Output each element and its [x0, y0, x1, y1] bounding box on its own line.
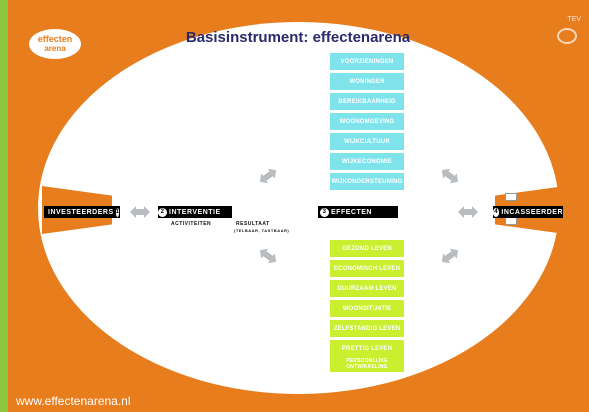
logo-line-2: arena [44, 44, 66, 53]
step-number-3: 3 [320, 207, 329, 217]
green-box-gezond-leven: GEZOND LEVEN [330, 240, 404, 257]
green-box-prettig-leven: PRETTIG LEVEN [330, 340, 404, 357]
cyan-box-woonomgeving: WOONOMGEVING [330, 113, 404, 130]
interventie-label: INTERVENTIE [169, 208, 221, 216]
green-box-woonsituatie: WOONSITUATIE [330, 300, 404, 317]
investeerders-bar: INVESTEERDERS 1 [44, 206, 120, 218]
cyan-box-woningen: WONINGEN [330, 73, 404, 90]
incasseerder-bar: 4 INCASSEERDER [493, 206, 563, 218]
double-arrow-icon [259, 168, 277, 184]
double-arrow-icon [259, 248, 277, 264]
investeerders-label: INVESTEERDERS [48, 208, 114, 216]
interventie-bar: 2 INTERVENTIE [158, 206, 232, 218]
cyan-box-wijkeconomie: WIJKECONOMIE [330, 153, 404, 170]
resultaat-label: RESULTAAT [236, 221, 270, 227]
resultaat-sublabel: (TELBAAR, TASTBAAR) [234, 228, 290, 233]
step-number-1: 1 [115, 207, 120, 217]
double-arrow-icon [130, 206, 150, 218]
page-title: Basisinstrument: effectenarena [185, 29, 411, 46]
mini-icon-1 [505, 193, 517, 201]
double-arrow-icon [441, 248, 459, 264]
effecten-label: EFFECTEN [331, 208, 372, 216]
effectenarena-logo: effecten arena [26, 26, 84, 62]
green-box-zelfstandig-leven: ZELFSTANDIG LEVEN [330, 320, 404, 337]
cyan-box-wijkondersteuning: WIJKONDERSTEUNING [330, 173, 404, 190]
footer-url: www.effectenarena.nl [16, 394, 131, 408]
arena-stage: effecten arena Basisinstrument: effecten… [8, 0, 589, 412]
mini-icon-2 [505, 217, 517, 225]
green-box-persoonlijke-ontwikkeling: PERSOONLIJKE ONTWIKKELING [330, 355, 404, 372]
cyan-box-voorzieningen: VOORZIENINGEN [330, 53, 404, 70]
activiteiten-label: ACTIVITEITEN [171, 221, 212, 227]
cyan-box-bereikbaarheid: BEREIKBAARHEID [330, 93, 404, 110]
double-arrow-icon [441, 168, 459, 184]
double-arrow-icon [458, 206, 478, 218]
corner-logo-icon [557, 28, 577, 44]
green-box-economisch-leven: ECONOMISCH LEVEN [330, 260, 404, 277]
cyan-box-wijkcultuur: WIJKCULTUUR [330, 133, 404, 150]
effecten-bar: 3 EFFECTEN [318, 206, 398, 218]
incasseerder-label: INCASSEERDER [501, 208, 563, 216]
step-number-2: 2 [158, 207, 167, 217]
logo-line-1: effecten [37, 34, 73, 44]
corner-label: TEV [567, 16, 581, 23]
step-number-4: 4 [493, 207, 500, 217]
green-box-duurzaam-leven: DUURZAAM LEVEN [330, 280, 404, 297]
green-side-bar [0, 0, 8, 412]
